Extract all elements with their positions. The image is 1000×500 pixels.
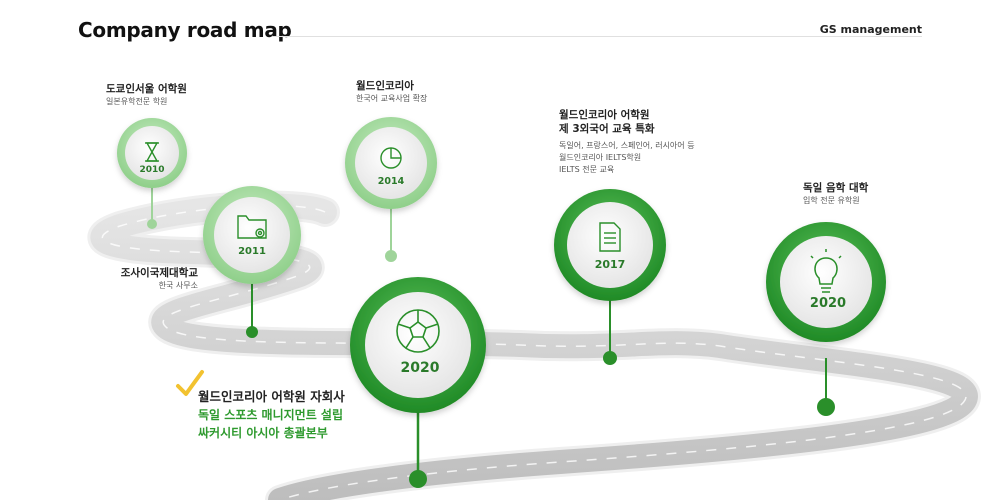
milestone-title: 조사이국제대학교 <box>120 267 198 279</box>
milestone-subtitle: 독일 스포츠 매니지먼트 설립 <box>198 408 344 422</box>
year-2017: 2017 <box>595 258 626 271</box>
milestone-label-2017: 월드인코리아 어학원 제 3외국어 교육 특화 독일어, 프랑스어, 스페인어,… <box>559 108 695 176</box>
check-icon <box>176 370 204 396</box>
milestone-title: 도쿄인서울 어학원 <box>106 83 187 95</box>
milestone-circle-2011 <box>203 186 301 284</box>
milestone-subtitle: IELTS 전문 교육 <box>559 165 615 174</box>
milestone-subtitle: 독일어, 프랑스어, 스페인어, 러시아어 등 <box>559 141 695 150</box>
document-icon <box>599 222 621 252</box>
milestone-subtitle: 한국 사무소 <box>158 281 198 290</box>
milestone-label-2020-right: 독일 음학 대학 입학 전문 유학원 <box>803 181 868 207</box>
year-2020-right: 2020 <box>810 296 846 311</box>
title-divider <box>272 36 922 37</box>
hourglass-icon <box>145 142 159 162</box>
brand-label: GS management <box>819 23 922 36</box>
milestone-circle-2017 <box>554 189 666 301</box>
milestone-title: 독일 음학 대학 <box>803 182 869 194</box>
year-2014: 2014 <box>378 176 405 187</box>
year-2020-main: 2020 <box>401 360 440 376</box>
milestone-title-line2: 제 3외국어 교육 특화 <box>559 123 655 135</box>
milestone-label-2014: 월드인코리아 한국어 교육사업 확장 <box>356 79 427 105</box>
milestone-subtitle: 한국어 교육사업 확장 <box>356 94 428 103</box>
milestone-subtitle: 월드인코리아 IELTS학원 <box>559 153 642 162</box>
milestone-subtitle: 싸커시티 아시아 총괄본부 <box>198 426 328 440</box>
milestone-label-2011: 조사이국제대학교 한국 사무소 <box>120 266 198 292</box>
pie-chart-icon <box>380 147 402 169</box>
year-2011: 2011 <box>238 246 266 257</box>
milestone-title: 월드인코리아 <box>356 80 414 92</box>
milestone-label-2010: 도쿄인서울 어학원 일본유학전문 학원 <box>106 82 187 108</box>
folder-gear-icon <box>237 215 267 239</box>
milestone-subtitle: 일본유학전문 학원 <box>106 97 168 106</box>
milestone-circle-2020-right <box>766 222 886 342</box>
milestone-circle-2020-main <box>350 277 486 413</box>
lightbulb-icon <box>810 249 842 293</box>
milestone-title: 월드인코리아 어학원 <box>559 109 650 121</box>
soccer-ball-icon <box>396 309 440 353</box>
year-2010: 2010 <box>139 165 164 175</box>
milestone-subtitle: 입학 전문 유학원 <box>803 196 860 205</box>
milestone-label-2020-main: 월드인코리아 어학원 자회사 독일 스포츠 매니지먼트 설립 싸커시티 아시아 … <box>198 388 345 442</box>
milestone-circle-2014 <box>345 117 437 209</box>
milestone-title: 월드인코리아 어학원 자회사 <box>198 389 345 404</box>
page-title: Company road map <box>78 18 292 42</box>
pin-stems <box>147 188 835 488</box>
